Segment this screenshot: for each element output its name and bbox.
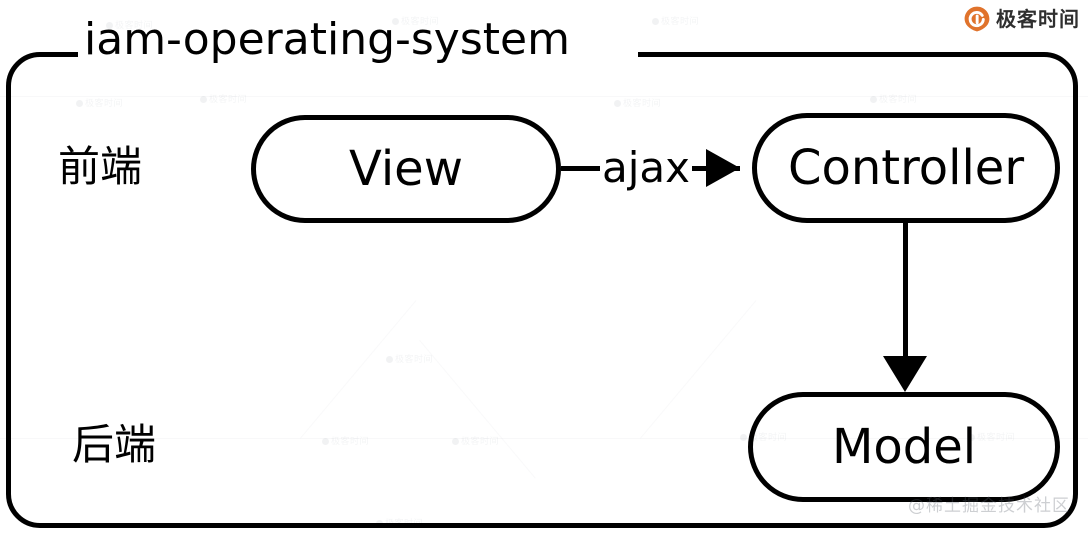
node-controller[interactable]: Controller bbox=[752, 113, 1060, 223]
site-watermark: @稀土掘金技术社区 bbox=[908, 496, 1070, 516]
node-view-label: View bbox=[349, 141, 463, 197]
title-border-gap bbox=[78, 38, 638, 68]
brand-logo: 极客时间 bbox=[964, 6, 1080, 32]
edge-label-ajax: ajax bbox=[600, 143, 692, 192]
node-model-label: Model bbox=[831, 419, 977, 475]
system-title: iam-operating-system bbox=[84, 14, 570, 65]
edge-view-to-controller-arrowhead bbox=[706, 149, 740, 187]
tier-label-frontend: 前端 bbox=[58, 142, 143, 191]
edge-controller-to-model-line bbox=[903, 223, 908, 368]
brand-name: 极客时间 bbox=[996, 7, 1080, 31]
edge-controller-to-model-arrowhead bbox=[883, 356, 927, 392]
tier-label-backend: 后端 bbox=[72, 420, 157, 469]
geektime-logo-icon bbox=[964, 6, 990, 32]
node-controller-label: Controller bbox=[787, 140, 1025, 196]
node-model[interactable]: Model bbox=[748, 392, 1060, 502]
node-view[interactable]: View bbox=[251, 115, 561, 223]
